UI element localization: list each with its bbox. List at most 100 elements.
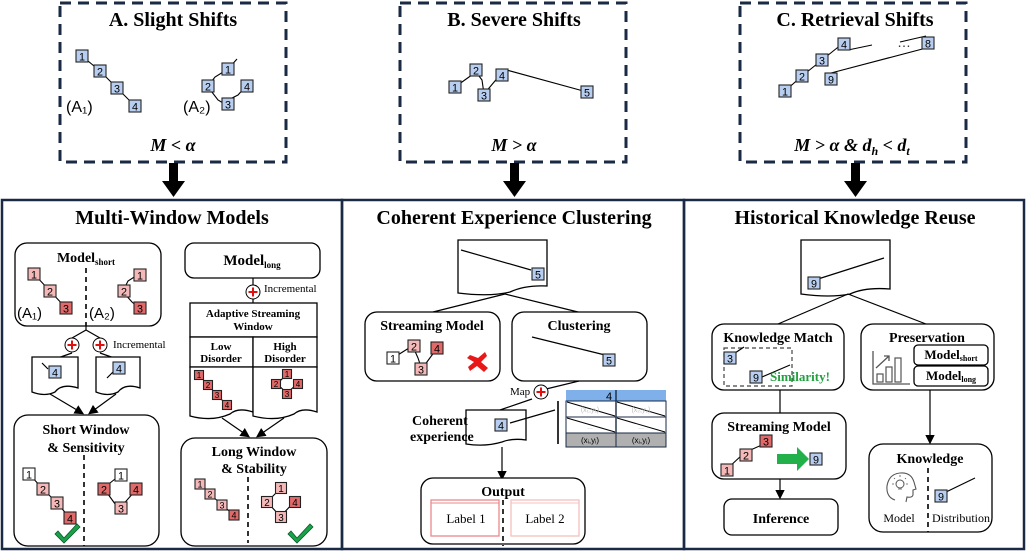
node-label: 3: [763, 436, 769, 448]
shift-c-title: C. Retrieval Shifts: [776, 9, 933, 31]
reuse-title: Historical Knowledge Reuse: [734, 207, 975, 229]
map-label: Map: [510, 386, 531, 398]
node-box: 4: [221, 399, 233, 410]
table-header-value: 4: [606, 391, 612, 403]
node-label: 2: [47, 286, 53, 298]
svg-text:Modellong: Modellong: [926, 368, 976, 384]
label-2-scroll: Label 2: [510, 499, 580, 537]
node-label: 4: [132, 101, 138, 113]
preservation-model-long: [913, 365, 989, 387]
reuse-streaming-model-label: Streaming Model: [727, 420, 831, 435]
down-arrow-b: [503, 163, 526, 197]
node-label: 2: [97, 66, 103, 78]
node-box: 2: [739, 448, 753, 462]
reuse-top-document: [800, 239, 891, 297]
node-label: 3: [54, 498, 60, 510]
check-icon: [287, 523, 314, 544]
node-label: 5: [535, 269, 541, 281]
node-box: 1: [114, 468, 128, 482]
node-label: 4: [52, 367, 58, 379]
node-box: 3: [281, 388, 293, 399]
knowledge-match-label: Knowledge Match: [723, 331, 832, 346]
preservation-model-short: [913, 344, 989, 366]
node-label: 1: [724, 465, 730, 477]
node-label: 2: [121, 286, 127, 298]
node-box: 4: [430, 341, 444, 355]
incremental-plus-icon: [64, 337, 80, 353]
coherent-label-line1: Coherent: [412, 414, 468, 429]
check-icon: [54, 523, 81, 544]
node-label: 2: [101, 484, 107, 496]
inference-label: Inference: [753, 512, 810, 527]
node-box: 1: [194, 478, 206, 490]
model-short-a1-label: (A₁): [17, 305, 42, 322]
node-label: 1: [225, 64, 231, 76]
node-box: 3: [274, 510, 288, 524]
map-plus-icon: [533, 384, 549, 400]
node-box: 3: [59, 301, 73, 315]
ellipsis: …: [897, 34, 911, 50]
node-box: 9: [824, 72, 838, 86]
table-footer-cell: (xᵢ,yᵢ): [581, 436, 599, 445]
node-box: 1: [27, 267, 41, 281]
shift-c-formula: M > α & dh < dt: [793, 135, 910, 158]
node-box: 9: [807, 276, 821, 290]
shift-b-formula: M > α: [490, 135, 537, 155]
node-box: 4: [112, 361, 126, 375]
coherent-node: 4: [494, 418, 508, 432]
node-box: 2: [795, 69, 809, 83]
node-box: 9: [749, 370, 763, 384]
clustering-label: Clustering: [548, 319, 611, 334]
clustering-top-node: 5: [531, 267, 545, 281]
node-label: 3: [819, 55, 825, 67]
label-a2: (A₂): [183, 99, 211, 116]
panel-reuse-frame: [682, 198, 1026, 551]
streaming-model-label: Streaming Model: [380, 319, 484, 334]
node-label: 4: [244, 81, 250, 93]
shift-a-formula: M < α: [149, 135, 196, 155]
match-node: 9: [749, 370, 763, 384]
short-window-line2: & Sensitivity: [47, 441, 124, 456]
model-long-label: Modellong: [223, 253, 281, 270]
high-disorder-line1: High: [273, 341, 296, 353]
node-label: 4: [292, 498, 298, 509]
label-2-text: Label 2: [525, 511, 564, 526]
node-box: 1: [75, 49, 89, 63]
node-label: 3: [278, 513, 284, 524]
knowledge-model-label: Model: [883, 511, 915, 525]
node-label: 4: [841, 39, 847, 51]
node-label: 3: [118, 503, 124, 515]
label-1-scroll: Label 1: [430, 499, 500, 537]
incremental-label-short: Incremental: [113, 339, 166, 351]
node-label: 9: [938, 491, 944, 503]
node-box: 4: [63, 511, 77, 525]
model-short-a2-label: (A₂): [89, 305, 115, 322]
node-label: 1: [137, 270, 143, 282]
node-label: 2: [205, 81, 211, 93]
long-window-line2: & Stability: [221, 462, 287, 477]
node-box: 2: [260, 495, 274, 509]
cross-icon: [467, 352, 488, 372]
panel-clustering: Coherent Experience Clustering 5 Streami…: [364, 207, 667, 546]
edge: [502, 68, 588, 93]
high-disorder-line2: Disorder: [264, 353, 306, 365]
node-box: 4: [128, 99, 142, 113]
node-box: 1: [281, 368, 293, 379]
node-box: 4: [240, 79, 254, 93]
node-label: 1: [26, 469, 32, 481]
node-label: 9: [828, 74, 834, 86]
clustering-title: Coherent Experience Clustering: [376, 207, 651, 229]
node-label: 2: [411, 341, 417, 353]
node-box: 3: [110, 81, 124, 95]
node-box: 4: [288, 495, 302, 509]
node-box: 9: [934, 489, 948, 503]
node-box: 4: [228, 509, 240, 521]
node-box: 2: [117, 284, 131, 298]
head-lightbulb-icon: [886, 472, 917, 503]
